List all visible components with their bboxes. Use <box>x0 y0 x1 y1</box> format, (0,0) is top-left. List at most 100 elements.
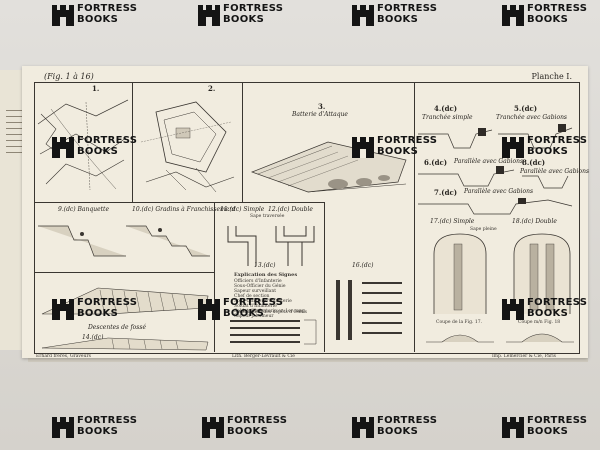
fig-4-title: Tranchée simple <box>422 114 473 121</box>
watermark-line2: BOOKS <box>527 146 569 157</box>
fig-5-number: 5.(dc) <box>514 104 538 113</box>
watermark-line2: BOOKS <box>223 14 265 25</box>
fig-4-number: 4.(dc) <box>434 104 458 113</box>
fig-2-number: 2. <box>208 84 216 93</box>
watermark-line2: BOOKS <box>527 14 569 25</box>
watermark-line2: BOOKS <box>377 426 419 437</box>
plate-shadow <box>28 356 588 362</box>
fig-2-bastion-plan <box>140 101 235 193</box>
fig-8-number: 8.(dc) <box>522 158 546 167</box>
fig-8-title: Parallèle avec Gabions <box>520 168 590 175</box>
castle-icon <box>352 5 374 26</box>
watermark-line1: FORTRESS <box>377 415 438 426</box>
watermark-line2: BOOKS <box>527 308 569 319</box>
watermark-logo: FORTRESS BOOKS <box>350 414 437 448</box>
castle-icon <box>202 417 224 438</box>
watermark-line2: BOOKS <box>223 308 265 319</box>
watermark-line1: FORTRESS <box>77 135 138 146</box>
divider-row-2 <box>34 272 214 273</box>
fig-16-troop-diagram <box>336 280 402 340</box>
fig-10-title: 10.(dc) Gradins à Franchissement <box>132 206 236 213</box>
watermark-line2: BOOKS <box>377 146 419 157</box>
watermark-logo: FORTRESS BOOKS <box>500 296 587 330</box>
legend-item: Soldat d'Infanterie en 1er rang <box>234 309 305 314</box>
legend-item: Sous-Officier d'Infanterie <box>234 299 292 304</box>
watermark-line1: FORTRESS <box>527 135 588 146</box>
plate-frame <box>34 82 580 354</box>
castle-icon <box>52 5 74 26</box>
castle-icon <box>352 417 374 438</box>
watermark-line2: BOOKS <box>77 308 119 319</box>
fig-6-number: 6.(dc) <box>424 158 448 167</box>
fig-5-title: Tranchée avec Gabions <box>496 114 568 121</box>
watermark-logo: FORTRESS BOOKS <box>196 2 283 36</box>
divider-col-5 <box>324 202 325 352</box>
legend-item: Sapeur surveillant <box>234 289 277 294</box>
legend-list: Officiers d'Infanterie Sous-Officier du … <box>234 279 322 319</box>
castle-icon <box>352 137 374 158</box>
fig-6-8-parallel-profiles <box>418 166 569 189</box>
divider-col-3 <box>414 82 415 352</box>
fig-11-title: 11.(dc) Simple <box>220 206 265 213</box>
coupe-sections <box>426 333 574 343</box>
fig-17-18-full-sap-plans <box>433 233 571 314</box>
engraved-plate: (Fig. 1 à 16) Planche I. 1. 2. <box>22 66 590 359</box>
fig-12-title: 12.(dc) Double <box>268 206 313 213</box>
watermark-line2: BOOKS <box>77 14 119 25</box>
sape-pleine-label: Sape pleine <box>470 227 497 232</box>
watermark-logo: FORTRESS BOOKS <box>500 2 587 36</box>
fig-4-5-trench-profiles <box>418 124 573 149</box>
legend-item: Sapeur jalonneur <box>234 314 274 319</box>
descentes-title: Descentes de fossé <box>88 324 147 331</box>
fig-7-parallel-profile <box>418 198 573 215</box>
fig-13-troop-diagram <box>230 319 317 345</box>
legend-item: Officiers d'Infanterie <box>234 279 282 284</box>
watermark-logo: FORTRESS BOOKS <box>350 134 437 168</box>
fig-16-number: 16.(dc) <box>352 262 374 269</box>
fig-6-title: Parallèle avec Gabions <box>454 158 524 165</box>
fig-13-subtitle: Installation des dépôts d'Outils <box>236 310 307 315</box>
fig-9-title: 9.(dc) Banquette <box>58 206 109 213</box>
fig-9-banquette-profile <box>38 225 126 257</box>
footer-lithographer: Lith. Berger-Levrault & Cie <box>232 354 295 359</box>
watermark-line1: FORTRESS <box>527 415 588 426</box>
fig-14-number: 14.(dc) <box>82 334 104 341</box>
watermark-line1: FORTRESS <box>223 3 284 14</box>
coupe-18-label: Coupe m/n Fig. 18 <box>518 320 561 325</box>
legend-item: Sous-Officier du Génie <box>234 284 286 289</box>
watermark-line2: BOOKS <box>527 426 569 437</box>
divider-col-1 <box>132 82 133 202</box>
divider-row-1 <box>34 202 324 203</box>
watermark-logo: FORTRESS BOOKS <box>50 414 137 448</box>
castle-icon <box>502 5 524 26</box>
watermark-logo: FORTRESS BOOKS <box>196 296 283 330</box>
fig-7-number: 7.(dc) <box>434 188 458 197</box>
watermark-logo: FORTRESS BOOKS <box>500 134 587 168</box>
fig-18-title: 18.(dc) Double <box>512 218 557 225</box>
watermark-line1: FORTRESS <box>527 297 588 308</box>
fig-10-steps-profile <box>126 225 210 257</box>
watermark-logo: FORTRESS BOOKS <box>50 2 137 36</box>
watermark-logo: FORTRESS BOOKS <box>350 2 437 36</box>
watermark-line1: FORTRESS <box>227 415 288 426</box>
castle-icon <box>502 137 524 158</box>
watermark-line2: BOOKS <box>377 14 419 25</box>
castle-icon <box>198 5 220 26</box>
legend-item: Chef de section <box>234 294 270 299</box>
watermark-line1: FORTRESS <box>377 135 438 146</box>
watermark-line1: FORTRESS <box>77 3 138 14</box>
castle-icon <box>502 417 524 438</box>
watermark-logo: FORTRESS BOOKS <box>50 134 137 168</box>
legend-item: Soldat d'Infanterie <box>234 304 277 309</box>
watermark-logo: FORTRESS BOOKS <box>200 414 287 448</box>
watermark-line2: BOOKS <box>227 426 269 437</box>
fig-17-title: 17.(dc) Simple <box>430 218 475 225</box>
castle-icon <box>502 299 524 320</box>
divider-col-2 <box>242 82 243 202</box>
watermark-logo: FORTRESS BOOKS <box>500 414 587 448</box>
fig-14-ditch-drawing <box>41 337 209 351</box>
castle-icon <box>52 137 74 158</box>
watermark-line1: FORTRESS <box>77 415 138 426</box>
castle-icon <box>52 417 74 438</box>
